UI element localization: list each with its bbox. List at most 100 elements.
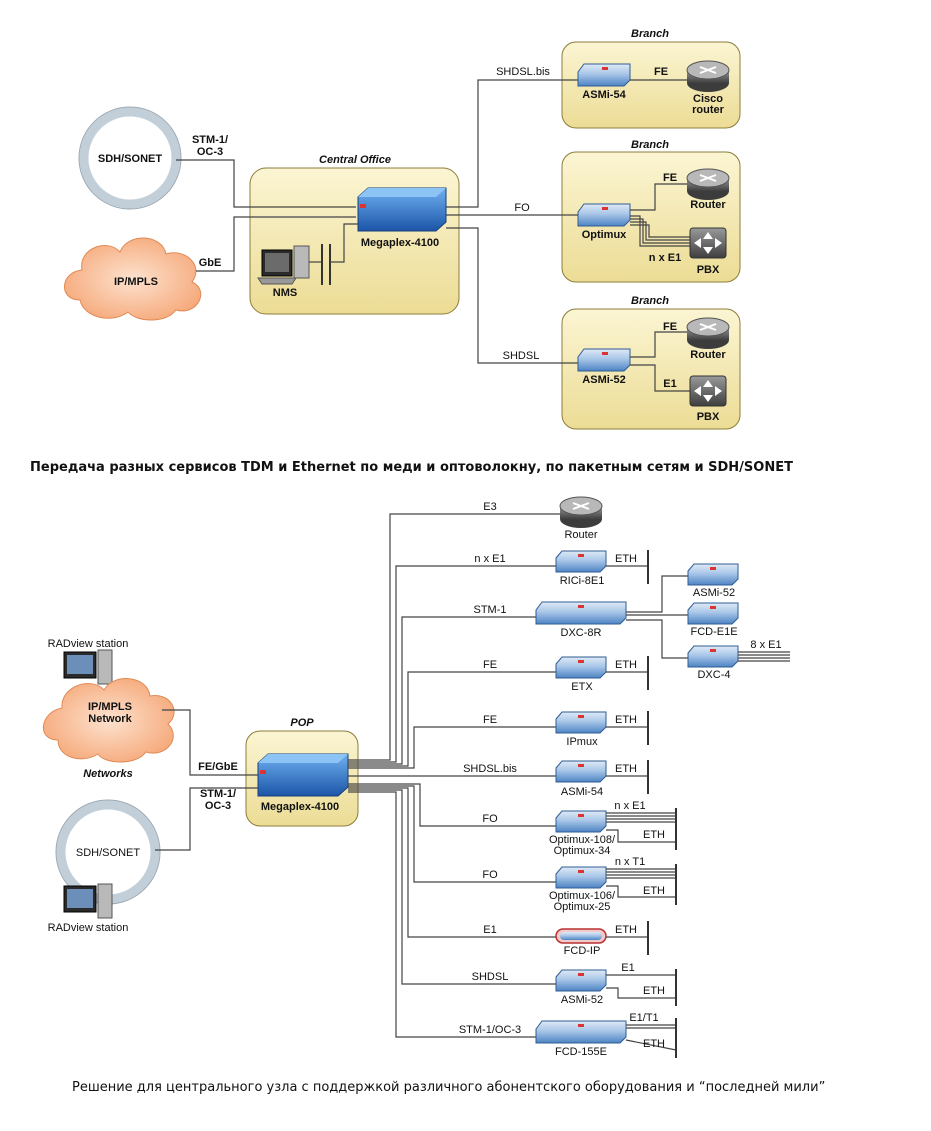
asmi54-eth-label: ETH bbox=[615, 763, 637, 775]
sdh-sonet-label: SDH/SONET bbox=[98, 153, 162, 165]
gbe-label: GbE bbox=[199, 257, 222, 269]
ip-mpls-cloud bbox=[64, 237, 202, 321]
optimux-label-1: Optimux bbox=[582, 229, 627, 241]
link-label-1: n x E1 bbox=[474, 553, 505, 565]
optimux-106-device bbox=[555, 866, 607, 889]
link-label-4: FE bbox=[483, 714, 497, 726]
ipmux-device bbox=[555, 711, 607, 734]
fcd-e1e-label: FCD-E1E bbox=[690, 626, 737, 638]
link-label-8: E1 bbox=[483, 924, 496, 936]
fcd-ip-label: FCD-IP bbox=[564, 945, 601, 957]
fcd-155e-label: FCD-155E bbox=[555, 1046, 607, 1058]
rici-8e1-device bbox=[555, 550, 607, 573]
rici-eth-label: ETH bbox=[615, 553, 637, 565]
fcd-155e-device bbox=[535, 1020, 627, 1044]
fcd155e-eth-label: ETH bbox=[643, 1038, 665, 1050]
router-icon-b2 bbox=[686, 168, 730, 200]
optimux106-nt1-label: n x T1 bbox=[615, 856, 645, 868]
link-label-10: STM-1/OC-3 bbox=[459, 1024, 521, 1036]
caption-2: Решение для центрального узла с поддержк… bbox=[72, 1080, 825, 1095]
rici-8e1-label: RICi-8E1 bbox=[560, 575, 605, 587]
branch-title-2: Branch bbox=[631, 139, 669, 151]
optimux106-eth-label: ETH bbox=[643, 885, 665, 897]
fe-label-b3: FE bbox=[663, 321, 677, 333]
optimux-108-device bbox=[555, 810, 607, 833]
megaplex-label-2: Megaplex-4100 bbox=[261, 801, 339, 813]
ne1-label-b2: n x E1 bbox=[649, 252, 681, 264]
fcdip-eth-label: ETH bbox=[615, 924, 637, 936]
megaplex-label-1: Megaplex-4100 bbox=[361, 237, 439, 249]
shdsl-bis-label-1: SHDSL.bis bbox=[496, 66, 550, 78]
dxc-8r-device bbox=[535, 601, 627, 625]
caption-1: Передача разных сервисов TDM и Ethernet … bbox=[30, 460, 793, 475]
asmi-52-label-2: ASMi-52 bbox=[561, 994, 603, 1006]
dxc-4-label: DXC-4 bbox=[697, 669, 730, 681]
ipmpls-label-2a: IP/MPLS bbox=[88, 701, 132, 713]
asmi52-e1-label: E1 bbox=[621, 962, 634, 974]
e1-label-b3: E1 bbox=[663, 378, 676, 390]
8xe1-label: 8 x E1 bbox=[750, 639, 781, 651]
nms-computer-icon bbox=[257, 245, 310, 285]
central-office-title: Central Office bbox=[319, 154, 391, 166]
stm1-label-2a: STM-1/ bbox=[200, 788, 236, 800]
link-label-6: FO bbox=[482, 813, 498, 825]
pbx-icon-b3 bbox=[689, 375, 727, 407]
asmi-54-label-1: ASMi-54 bbox=[582, 89, 626, 101]
diagram-2: POP Megaplex-4100 RADview station IP/MPL… bbox=[42, 496, 790, 1058]
asmi-54-device-1 bbox=[577, 63, 631, 87]
asmi-52-device-1 bbox=[577, 348, 631, 372]
router-label-e3: Router bbox=[564, 529, 597, 541]
fe-label-b1: FE bbox=[654, 66, 668, 78]
pbx-icon-b2 bbox=[689, 227, 727, 259]
networks-label: Networks bbox=[83, 768, 133, 780]
asmi-52-sub-label: ASMi-52 bbox=[693, 587, 735, 599]
asmi-54-label-2: ASMi-54 bbox=[561, 786, 603, 798]
optimux-device-1 bbox=[577, 203, 631, 227]
etx-label: ETX bbox=[571, 681, 593, 693]
stm1-label-2: OC-3 bbox=[197, 146, 223, 158]
link-label-3: FE bbox=[483, 659, 497, 671]
fcd-ip-device bbox=[555, 928, 607, 944]
diagram-1: Central Office Branch Branch Branch SDH/… bbox=[64, 28, 741, 430]
radview-computer-icon-2 bbox=[63, 883, 113, 919]
asmi-52-sub-device bbox=[687, 563, 739, 586]
dxc-8r-label: DXC-8R bbox=[561, 627, 602, 639]
etx-eth-label: ETH bbox=[615, 659, 637, 671]
optimux-106-label-b: Optimux-25 bbox=[554, 901, 611, 913]
ipmpls-label-2b: Network bbox=[88, 713, 132, 725]
router-icon-b3 bbox=[686, 317, 730, 349]
cisco-router-label-1: Cisco bbox=[693, 93, 723, 105]
fe-label-b2: FE bbox=[663, 172, 677, 184]
pbx-label-b3: PBX bbox=[697, 411, 720, 423]
sdh-sonet-label-2: SDH/SONET bbox=[76, 847, 140, 859]
asmi-52-device-2 bbox=[555, 969, 607, 992]
sdh-sonet-ring bbox=[79, 107, 181, 209]
link-label-5: SHDSL.bis bbox=[463, 763, 517, 775]
nms-label: NMS bbox=[273, 287, 297, 299]
link-label-7: FO bbox=[482, 869, 498, 881]
pbx-label-b2: PBX bbox=[697, 264, 720, 276]
etx-device bbox=[555, 656, 607, 679]
optimux-106-label-a: Optimux-106/ bbox=[549, 890, 616, 902]
dxc-4-device bbox=[687, 645, 739, 668]
megaplex-4100-device bbox=[357, 187, 447, 232]
optimux108-ne1-label: n x E1 bbox=[614, 800, 645, 812]
fe-gbe-label: FE/GbE bbox=[198, 761, 238, 773]
stm1-label-1: STM-1/ bbox=[192, 134, 228, 146]
radview-computer-icon-1 bbox=[63, 649, 113, 685]
asmi52-eth-label: ETH bbox=[643, 985, 665, 997]
ipmux-label: IPmux bbox=[566, 736, 598, 748]
link-label-0: E3 bbox=[483, 501, 496, 513]
ip-mpls-network-cloud bbox=[42, 678, 175, 763]
ip-mpls-label: IP/MPLS bbox=[114, 276, 158, 288]
optimux-108-label-b: Optimux-34 bbox=[554, 845, 611, 857]
fo-label-1: FO bbox=[514, 202, 530, 214]
stm1-label-2b: OC-3 bbox=[205, 800, 231, 812]
branch-title-3: Branch bbox=[631, 295, 669, 307]
asmi-54-device-2 bbox=[555, 760, 607, 783]
router-label-b2: Router bbox=[690, 199, 726, 211]
router-label-b3: Router bbox=[690, 349, 726, 361]
router-icon-e3 bbox=[559, 496, 603, 528]
link-label-9: SHDSL bbox=[472, 971, 509, 983]
